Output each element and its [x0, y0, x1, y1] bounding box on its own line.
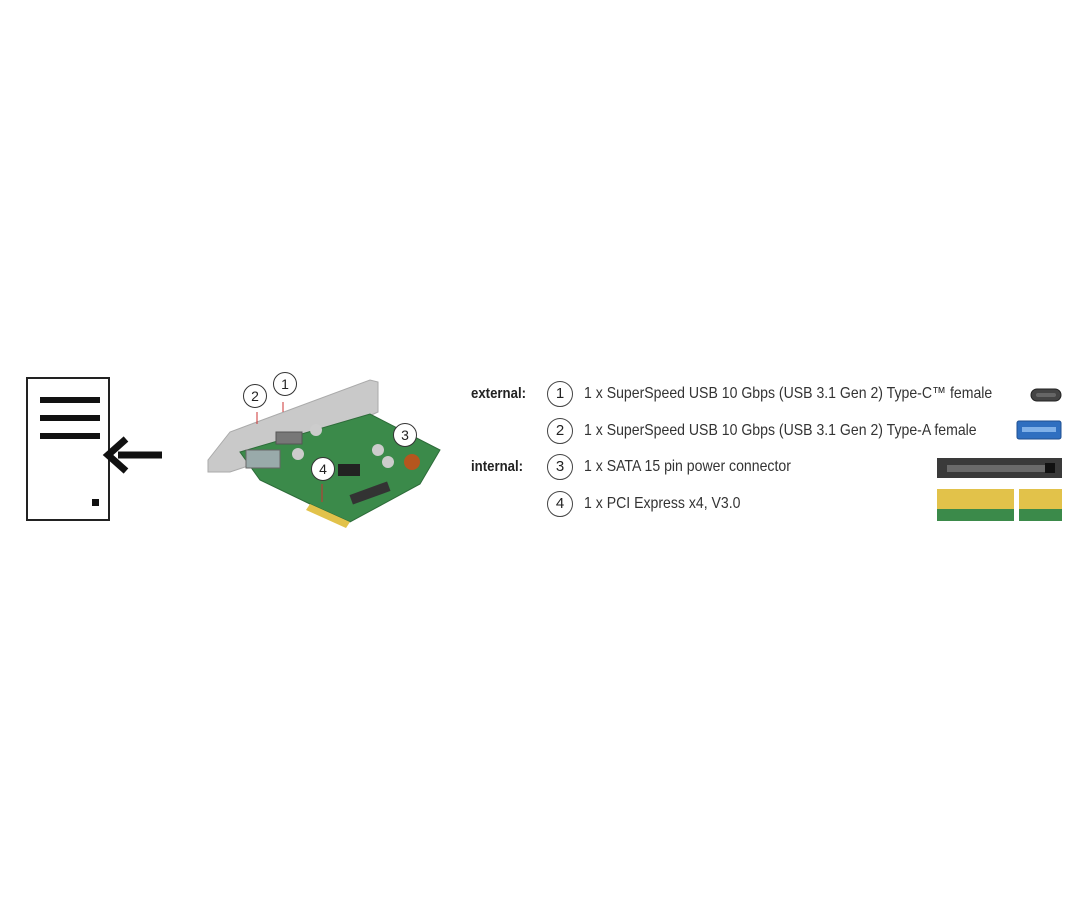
- feature-number: 1: [547, 381, 573, 407]
- pcie-card-image: [207, 379, 441, 528]
- capacitor: [310, 424, 322, 436]
- feature-number: 2: [547, 418, 573, 444]
- capacitor: [292, 448, 304, 460]
- feature-text: 1 x SuperSpeed USB 10 Gbps (USB 3.1 Gen …: [584, 385, 993, 402]
- sata-connector-icon: [937, 458, 1062, 478]
- group-label-external: external:: [471, 385, 527, 402]
- arrow-left-icon: [102, 436, 162, 474]
- slot-line: [40, 415, 100, 421]
- card-callout-1: 1: [273, 372, 297, 396]
- slot-dot: [92, 499, 99, 506]
- slot-line: [40, 397, 100, 403]
- card-usb-c-port: [275, 431, 303, 445]
- group-label-internal: internal:: [471, 458, 524, 475]
- card-callout-2: 2: [243, 384, 267, 408]
- feature-text: 1 x SuperSpeed USB 10 Gbps (USB 3.1 Gen …: [584, 422, 977, 439]
- capacitor: [372, 444, 384, 456]
- card-sata-connector: [349, 481, 391, 505]
- card-callout-4: 4: [311, 457, 335, 481]
- slot-line: [40, 433, 100, 439]
- pcie-x4-edge-icon: [937, 489, 1062, 521]
- feature-text: 1 x PCI Express x4, V3.0: [584, 495, 741, 512]
- capacitor: [382, 456, 394, 468]
- feature-number: 4: [547, 491, 573, 517]
- usb-c-port-icon: [1030, 388, 1062, 402]
- pc-slot-icon: [26, 377, 110, 521]
- card-gold-contacts: [306, 504, 350, 528]
- usb-a-port-icon: [1016, 420, 1062, 440]
- card-usb-a-port: [245, 449, 281, 469]
- controller-chip: [338, 464, 360, 476]
- feature-text: 1 x SATA 15 pin power connector: [584, 458, 791, 475]
- feature-number: 3: [547, 454, 573, 480]
- inductor-coil: [404, 454, 420, 470]
- card-callout-3: 3: [393, 423, 417, 447]
